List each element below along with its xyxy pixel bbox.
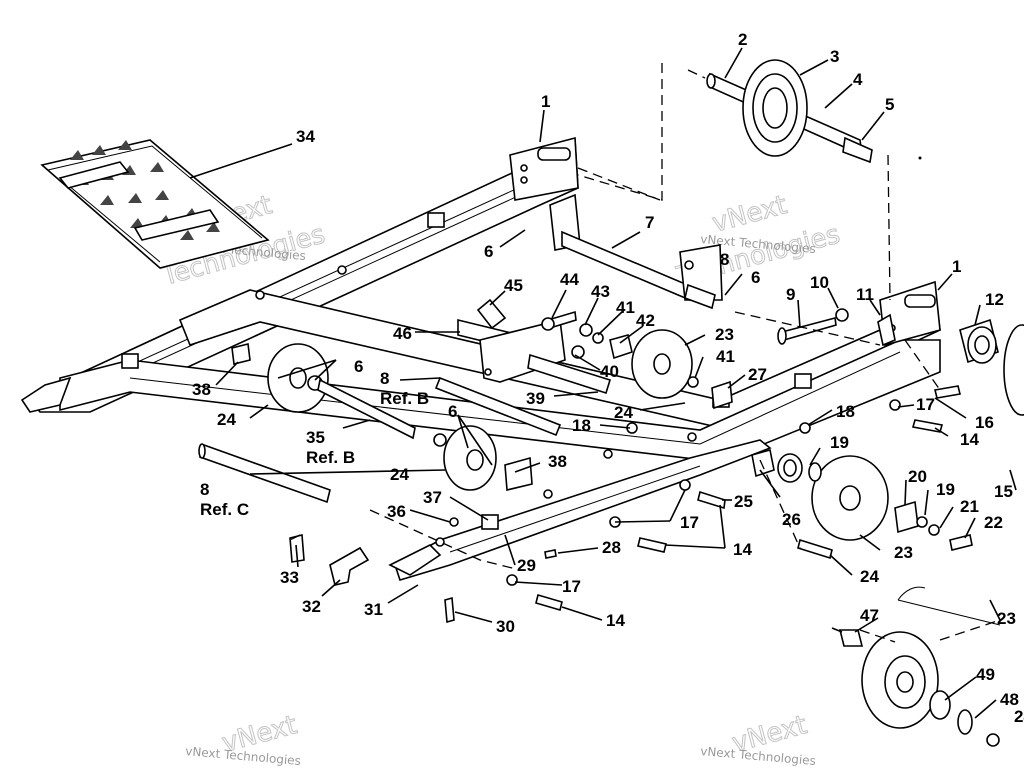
watermark-bottom-right: vNext vNext Technologies xyxy=(700,710,817,768)
callout-45: 45 xyxy=(504,276,523,295)
callout-4: 4 xyxy=(853,70,863,89)
callout-16: 16 xyxy=(975,413,994,432)
callout-20: 20 xyxy=(908,467,927,486)
callout-38: 38 xyxy=(548,452,567,471)
wheel-24-left xyxy=(231,343,416,440)
callout-29: 29 xyxy=(517,556,536,575)
stray-dot xyxy=(918,156,922,160)
callout-14: 14 xyxy=(606,611,625,630)
callout-15: 15 xyxy=(994,482,1013,501)
callout-23: 23 xyxy=(997,609,1016,628)
hardware-44-42 xyxy=(541,310,633,360)
callout-23: 23 xyxy=(894,543,913,562)
callout-7: 7 xyxy=(645,213,654,232)
callout-23: 23 xyxy=(715,325,734,344)
callout-17: 17 xyxy=(562,577,581,596)
wheel-23-right xyxy=(751,448,973,551)
callout-labels: 2 3 4 5 1 1 34 7 6 6 6 6 8 10 9 11 12 45… xyxy=(192,30,1024,726)
callout-6: 6 xyxy=(354,357,363,376)
callout-26: 26 xyxy=(782,510,801,529)
callout-43: 43 xyxy=(591,282,610,301)
callout-32: 32 xyxy=(302,597,321,616)
watermark-outline-top: vNext xyxy=(709,190,790,239)
callout-8: 8 xyxy=(200,480,209,499)
callout-1: 1 xyxy=(541,92,550,111)
bolt-9-group xyxy=(777,308,1024,416)
callout-14: 14 xyxy=(960,430,979,449)
callout-24: 24 xyxy=(390,465,409,484)
callout-24: 24 xyxy=(860,567,879,586)
callout-47: 47 xyxy=(860,606,879,625)
callout-44: 44 xyxy=(560,270,579,289)
callout-28: 28 xyxy=(602,538,621,557)
callout-41: 41 xyxy=(616,298,635,317)
axle-2-5 xyxy=(706,59,873,164)
callout-11: 11 xyxy=(856,285,874,304)
callout-6: 6 xyxy=(448,402,457,421)
callout-17: 17 xyxy=(680,513,699,532)
callout-1: 1 xyxy=(952,257,961,276)
callout-24: 24 xyxy=(1014,707,1024,726)
callout-22: 22 xyxy=(984,513,1003,532)
callout-40: 40 xyxy=(600,362,619,381)
wheel-23-upper xyxy=(631,329,733,410)
axle-7 xyxy=(549,193,723,310)
callout-41: 41 xyxy=(716,347,735,366)
callout-8: 8 xyxy=(720,250,729,269)
left-rail xyxy=(20,136,941,581)
callout-ref-c: Ref. C xyxy=(200,500,249,519)
callout-21: 21 xyxy=(960,497,979,516)
arm-assembly xyxy=(434,298,611,437)
slider-tip-32 xyxy=(329,544,442,586)
callout-33: 33 xyxy=(280,568,299,587)
callout-6: 6 xyxy=(751,268,760,287)
assembly-guide-lines xyxy=(289,63,1001,643)
leader-lines xyxy=(189,47,1017,719)
callout-19: 19 xyxy=(830,433,849,452)
callout-39: 39 xyxy=(526,389,545,408)
callout-25: 25 xyxy=(734,492,753,511)
callout-ref-b: Ref. B xyxy=(306,448,355,467)
callout-2: 2 xyxy=(738,30,747,49)
callout-6: 6 xyxy=(484,242,493,261)
callout-31: 31 xyxy=(364,600,383,619)
callout-5: 5 xyxy=(885,95,894,114)
callout-18: 18 xyxy=(572,416,591,435)
callout-35: 35 xyxy=(306,428,325,447)
callout-30: 30 xyxy=(496,617,515,636)
callout-27: 27 xyxy=(748,365,767,384)
callout-49: 49 xyxy=(976,665,995,684)
callout-34: 34 xyxy=(296,127,315,146)
wheel-assembly-lower-right xyxy=(831,586,1001,747)
callout-38: 38 xyxy=(192,380,211,399)
callout-24: 24 xyxy=(217,410,236,429)
callout-12: 12 xyxy=(985,290,1004,309)
callout-10: 10 xyxy=(810,273,829,292)
callout-46: 46 xyxy=(393,324,412,343)
watermark-bottom-left: vNext vNext Technologies xyxy=(185,710,302,768)
callout-24: 24 xyxy=(614,403,633,422)
callout-42: 42 xyxy=(636,311,655,330)
callout-8: 8 xyxy=(380,369,389,388)
track-clip-strip xyxy=(40,139,270,269)
callout-ref-b: Ref. B xyxy=(380,389,429,408)
callout-3: 3 xyxy=(830,47,839,66)
callout-48: 48 xyxy=(1000,690,1019,709)
callout-17: 17 xyxy=(916,395,935,414)
wheel-24-center xyxy=(433,425,533,491)
callout-19: 19 xyxy=(936,480,955,499)
callout-14: 14 xyxy=(733,540,752,559)
callout-9: 9 xyxy=(786,285,795,304)
callout-36: 36 xyxy=(387,502,406,521)
callout-18: 18 xyxy=(836,402,855,421)
callout-37: 37 xyxy=(423,488,442,507)
